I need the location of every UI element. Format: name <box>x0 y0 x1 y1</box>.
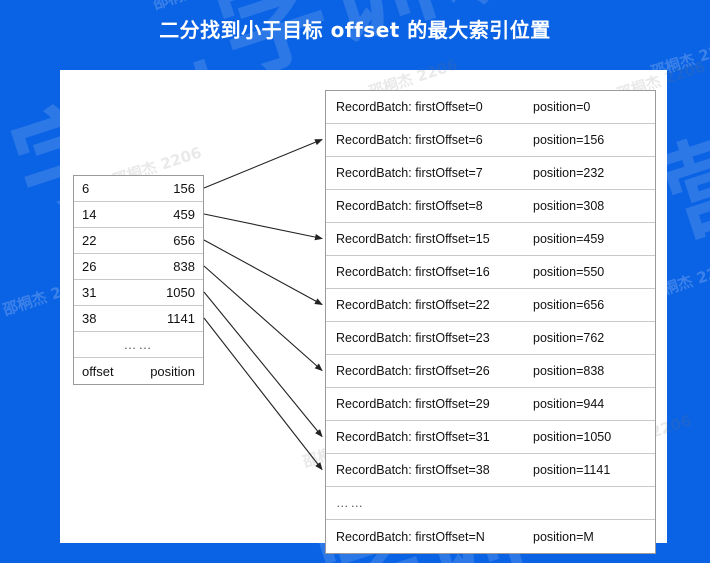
record-batch-row: RecordBatch: firstOffset=29 position=944 <box>326 388 655 421</box>
record-batch-label: RecordBatch: firstOffset=31 <box>336 430 490 444</box>
record-batch-row: RecordBatch: firstOffset=31 position=1050 <box>326 421 655 454</box>
record-batch-ellipsis-row: …… <box>326 487 655 520</box>
index-row: 38 1141 <box>74 306 203 332</box>
record-batch-row: RecordBatch: firstOffset=16 position=550 <box>326 256 655 289</box>
index-position-value: 156 <box>173 181 195 196</box>
record-batch-label: RecordBatch: firstOffset=N <box>336 529 485 544</box>
record-batch-row: RecordBatch: firstOffset=23 position=762 <box>326 322 655 355</box>
page-title: 二分找到小于目标 offset 的最大索引位置 <box>159 18 551 42</box>
index-position-value: 838 <box>173 259 195 274</box>
index-ellipsis-row: …… <box>74 332 203 358</box>
record-batch-position: position=459 <box>533 232 605 246</box>
record-batch-position: position=550 <box>533 265 605 279</box>
index-header-row: offset position <box>74 358 203 384</box>
record-batch-label: RecordBatch: firstOffset=22 <box>336 298 490 312</box>
index-offset-header: offset <box>82 363 114 379</box>
index-row: 26 838 <box>74 254 203 280</box>
record-batch-row: RecordBatch: firstOffset=26 position=838 <box>326 355 655 388</box>
index-position-value: 459 <box>173 207 195 222</box>
record-batch-position: position=232 <box>533 166 605 180</box>
record-batch-position: position=656 <box>533 298 605 312</box>
record-batch-label: RecordBatch: firstOffset=0 <box>336 100 483 114</box>
index-row: 31 1050 <box>74 280 203 306</box>
index-offset-value: 22 <box>82 233 97 248</box>
record-batch-label: RecordBatch: firstOffset=6 <box>336 133 483 147</box>
index-position-value: 1141 <box>167 311 195 326</box>
record-batch-label: RecordBatch: firstOffset=26 <box>336 364 490 378</box>
index-row: 14 459 <box>74 202 203 228</box>
index-offset-value: 6 <box>82 181 90 196</box>
record-batch-row: RecordBatch: firstOffset=22 position=656 <box>326 289 655 322</box>
index-position-value: 656 <box>173 233 195 248</box>
record-batch-label: RecordBatch: firstOffset=23 <box>336 331 490 345</box>
record-batch-position: position=762 <box>533 331 605 345</box>
index-offset-value: 26 <box>82 259 97 274</box>
record-batch-label: RecordBatch: firstOffset=29 <box>336 397 490 411</box>
record-batch-label: RecordBatch: firstOffset=15 <box>336 232 490 246</box>
record-batch-label: RecordBatch: firstOffset=7 <box>336 166 483 180</box>
index-position-value: 1050 <box>166 285 195 300</box>
record-batch-row: RecordBatch: firstOffset=15 position=459 <box>326 223 655 256</box>
index-row: 22 656 <box>74 228 203 254</box>
record-batch-position: position=M <box>533 529 594 544</box>
index-position-header: position <box>150 363 195 379</box>
index-offset-value: 14 <box>82 207 97 222</box>
record-batch-label: RecordBatch: firstOffset=8 <box>336 199 483 213</box>
record-batch-position: position=838 <box>533 364 605 378</box>
index-offset-value: 38 <box>82 311 97 326</box>
watermark-text: 邵桐杰 2206 <box>150 0 244 14</box>
record-batch-row: RecordBatch: firstOffset=6 position=156 <box>326 124 655 157</box>
record-batch-position: position=1141 <box>533 463 611 477</box>
record-batch-position: position=156 <box>533 133 605 147</box>
offset-index-table: 6 156 14 459 22 656 26 838 31 1050 38 1141 …… offset p… <box>73 175 204 385</box>
record-batch-row: RecordBatch: firstOffset=38 position=1141 <box>326 454 655 487</box>
record-batch-position: position=1050 <box>533 430 612 444</box>
index-offset-value: 31 <box>82 285 97 300</box>
record-batch-row: RecordBatch: firstOffset=8 position=308 <box>326 190 655 223</box>
record-batch-label: RecordBatch: firstOffset=38 <box>336 463 490 477</box>
record-batch-position: position=308 <box>533 199 605 213</box>
index-row: 6 156 <box>74 176 203 202</box>
record-batch-row: RecordBatch: firstOffset=7 position=232 <box>326 157 655 190</box>
record-batch-position: position=944 <box>533 397 605 411</box>
record-batch-position: position=0 <box>533 100 591 114</box>
record-batch-row: RecordBatch: firstOffset=N position=M <box>326 520 655 553</box>
record-batch-label: RecordBatch: firstOffset=16 <box>336 265 490 279</box>
record-batch-row: RecordBatch: firstOffset=0 position=0 <box>326 91 655 124</box>
